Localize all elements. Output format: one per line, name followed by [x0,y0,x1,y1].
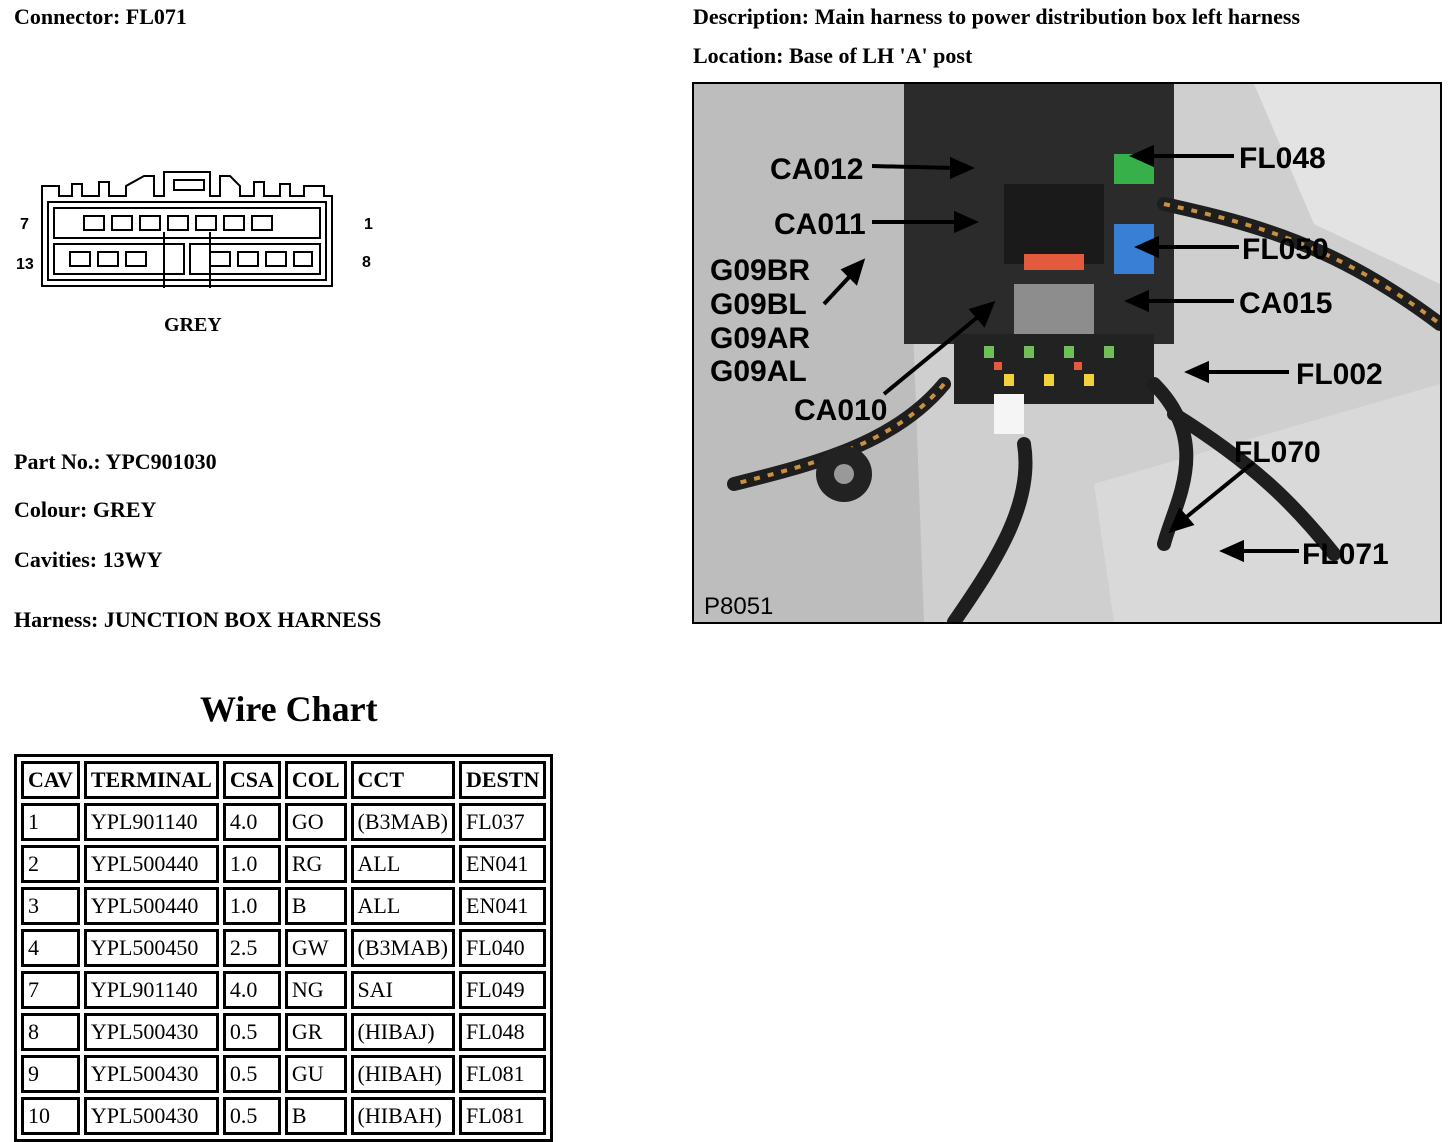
cell-cav: 3 [21,887,80,925]
photo-id-label: P8051 [704,593,773,620]
callout-g09br: G09BR [710,254,810,287]
cell-csa: 0.5 [222,1055,281,1093]
harness: Harness: JUNCTION BOX HARNESS [14,607,382,632]
callout-fl070: FL070 [1234,436,1321,469]
header-cct: CCT [350,761,455,799]
table-row: 7 YPL901140 4.0 NG SAI FL049 [21,971,547,1009]
table-header-row: CAV TERMINAL CSA COL CCT DESTN [21,761,547,799]
cell-destn: FL037 [459,803,547,841]
callout-fl050: FL050 [1242,233,1329,266]
cell-terminal: YPL500440 [83,845,219,883]
table-row: 3 YPL500440 1.0 B ALL EN041 [21,887,547,925]
description-label: Description: Main harness to power distr… [693,4,1301,29]
pin-7-label: 7 [20,216,29,233]
header-destn: DESTN [459,761,547,799]
cell-destn: EN041 [459,887,547,925]
cell-destn: FL081 [459,1097,547,1135]
cell-terminal: YPL901140 [83,971,219,1009]
location-label: Location: Base of LH 'A' post [693,43,973,68]
cell-col: RG [284,845,347,883]
pin-8-label: 8 [362,254,371,271]
cell-terminal: YPL500430 [83,1013,219,1051]
cell-col: NG [284,971,347,1009]
header-cav: CAV [21,761,80,799]
location-photo: CA012 CA011 G09BR G09BL G09AR G09AL CA01… [692,82,1442,624]
connector-colour-label: GREY [164,314,222,336]
cell-destn: FL049 [459,971,547,1009]
cell-terminal: YPL500440 [83,887,219,925]
cell-destn: FL048 [459,1013,547,1051]
cell-col: GR [284,1013,347,1051]
callout-fl071: FL071 [1302,538,1389,571]
cell-csa: 1.0 [222,887,281,925]
cell-csa: 4.0 [222,971,281,1009]
pin-1-label: 1 [364,216,373,233]
callout-fl002: FL002 [1296,358,1383,391]
wire-chart-title: Wire Chart [200,689,378,729]
cell-cct: (HIBAH) [350,1055,455,1093]
cell-cav: 7 [21,971,80,1009]
header-col: COL [284,761,347,799]
cell-col: B [284,887,347,925]
cell-cct: (B3MAB) [350,929,455,967]
connector-label: Connector: FL071 [14,4,187,29]
cell-col: GO [284,803,347,841]
cell-col: GW [284,929,347,967]
cell-terminal: YPL500430 [83,1055,219,1093]
callout-g09al: G09AL [710,355,807,388]
callout-ca011: CA011 [774,208,866,241]
cell-csa: 1.0 [222,845,281,883]
cell-destn: FL081 [459,1055,547,1093]
cell-cct: (HIBAJ) [350,1013,455,1051]
table-row: 2 YPL500440 1.0 RG ALL EN041 [21,845,547,883]
cell-terminal: YPL500430 [83,1097,219,1135]
callout-ca012: CA012 [770,153,863,186]
cavities: Cavities: 13WY [14,547,163,572]
cell-cct: (B3MAB) [350,803,455,841]
cell-col: B [284,1097,347,1135]
connector-face-diagram: 7 1 13 8 GREY [14,168,384,353]
cell-cav: 9 [21,1055,80,1093]
cell-col: GU [284,1055,347,1093]
cell-cav: 1 [21,803,80,841]
table-row: 8 YPL500430 0.5 GR (HIBAJ) FL048 [21,1013,547,1051]
part-number: Part No.: YPC901030 [14,449,217,474]
cell-destn: EN041 [459,845,547,883]
cell-cav: 10 [21,1097,80,1135]
cell-cct: ALL [350,887,455,925]
cell-terminal: YPL901140 [83,803,219,841]
colour: Colour: GREY [14,497,157,522]
cell-cct: (HIBAH) [350,1097,455,1135]
wire-chart-table: CAV TERMINAL CSA COL CCT DESTN 1 YPL9011… [14,754,554,1142]
callout-ca010: CA010 [794,394,887,427]
cell-cav: 4 [21,929,80,967]
cell-csa: 4.0 [222,803,281,841]
pin-13-label: 13 [16,256,34,273]
table-row: 10 YPL500430 0.5 B (HIBAH) FL081 [21,1097,547,1135]
cell-csa: 2.5 [222,929,281,967]
header-terminal: TERMINAL [83,761,219,799]
header-csa: CSA [222,761,281,799]
callout-g09ar: G09AR [710,322,810,355]
callout-g09bl: G09BL [710,288,807,321]
table-row: 9 YPL500430 0.5 GU (HIBAH) FL081 [21,1055,547,1093]
callout-ca015: CA015 [1239,287,1332,320]
cell-cav: 8 [21,1013,80,1051]
cell-destn: FL040 [459,929,547,967]
table-row: 1 YPL901140 4.0 GO (B3MAB) FL037 [21,803,547,841]
table-row: 4 YPL500450 2.5 GW (B3MAB) FL040 [21,929,547,967]
cell-csa: 0.5 [222,1097,281,1135]
cell-cct: SAI [350,971,455,1009]
cell-cav: 2 [21,845,80,883]
callout-fl048: FL048 [1239,142,1326,175]
cell-terminal: YPL500450 [83,929,219,967]
cell-csa: 0.5 [222,1013,281,1051]
cell-cct: ALL [350,845,455,883]
